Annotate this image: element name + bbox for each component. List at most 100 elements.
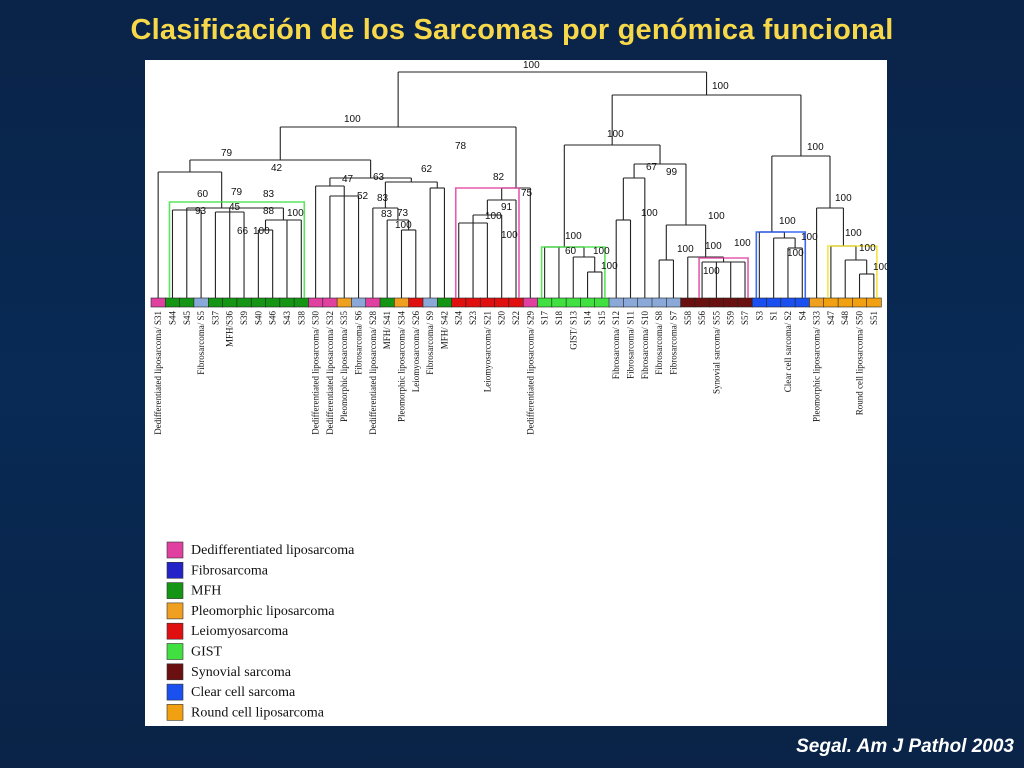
legend-label: Synovial sarcoma [191,665,292,680]
bootstrap-value: 60 [565,246,577,257]
cluster-box [827,245,878,298]
bootstrap-value: 82 [493,172,505,183]
sample-label: Fibrosarcoma/ S12 [611,311,621,379]
sample-label: S51 [869,311,879,325]
sample-color-cell [336,297,353,308]
legend-swatch [166,643,184,660]
bootstrap-value: 100 [787,248,804,259]
sample-label: Fibrosarcoma/ S7 [668,311,678,375]
sample-color-cell [680,297,696,308]
bootstrap-value: 100 [708,211,725,222]
legend-label: Clear cell sarcoma [191,685,296,700]
legend-label: Leiomyosarcoma [191,624,289,639]
sample-label: Fibrosarcoma/ S5 [196,311,206,375]
legend-swatch [166,582,184,599]
sample-color-cell [308,297,324,308]
cluster-box [540,246,606,298]
sample-color-cell [580,297,596,308]
bootstrap-value: 100 [253,226,270,237]
sample-color-cell [551,297,567,308]
sample-color-cell [708,297,725,308]
cluster-box [698,257,749,298]
bootstrap-value: 67 [646,162,658,173]
legend-label: Round cell liposarcoma [191,705,325,720]
bootstrap-value: 100 [712,81,729,92]
bootstrap-value: 100 [523,60,540,71]
sample-label: Clear cell sarcoma/ S2 [783,311,793,392]
sample-color-cell [150,297,166,308]
bootstrap-value: 83 [377,193,389,204]
sample-color-cell [594,297,610,308]
bootstrap-value: 100 [801,232,818,243]
bootstrap-value: 47 [342,174,354,185]
cluster-box [454,187,520,298]
sample-label: S44 [167,311,177,326]
bootstrap-value: 100 [779,216,796,227]
bootstrap-value: 100 [641,208,658,219]
bootstrap-value: 100 [395,220,412,231]
sample-color-cell [623,297,639,308]
sample-label: Pleomorphic liposarcoma/ S35 [339,311,349,422]
legend-swatch [166,704,184,721]
sample-color-cell [451,297,467,308]
sample-color-cell [379,297,395,308]
sample-label: S14 [583,311,593,326]
bootstrap-value: 79 [221,148,233,159]
sample-label: MFH/ S42 [439,311,449,349]
bootstrap-value: 91 [501,202,513,213]
bootstrap-value: 42 [271,163,283,174]
sample-color-cell [809,297,825,308]
sample-label: Pleomorphic liposarcoma/ S33 [812,311,822,422]
bootstrap-value: 52 [357,191,369,202]
sample-color-cell [394,297,410,308]
bootstrap-value: 100 [501,230,518,241]
sample-color-cell [723,297,739,308]
sample-label: S1 [769,311,779,321]
sample-label: Round cell liposarcoma/ S50 [855,311,865,416]
citation: Segal. Am J Pathol 2003 [796,736,1014,757]
bootstrap-value: 100 [565,231,582,242]
cluster-box [755,231,807,298]
sample-color-cell [250,297,267,308]
sample-color-cell [207,297,224,308]
legend-swatch [166,663,184,681]
bootstrap-value: 100 [601,261,618,272]
bootstrap-value: 83 [381,209,393,220]
sample-color-cell [322,297,338,308]
sample-color-cell [737,297,753,308]
sample-color-cell [293,297,310,308]
sample-label: Fibrosarcoma/ S11 [626,311,636,379]
sample-label: S4 [797,311,807,321]
sample-color-cell [351,297,367,308]
sample-color-cell [193,297,209,308]
bootstrap-value: 100 [485,211,502,222]
sample-color-cell [852,297,868,308]
sample-label: S45 [182,311,192,326]
sample-label: MFH/S36 [225,311,235,348]
sample-color-cell [179,297,195,308]
sample-label: Fibrosarcoma/ S9 [425,311,435,375]
sample-color-cell [665,297,682,308]
sample-color-cell [164,297,181,308]
bootstrap-value: 100 [859,243,876,254]
bootstrap-value: 100 [734,238,751,249]
sample-color-cell [494,297,510,308]
legend-label: MFH [191,584,221,599]
sample-color-cell [537,297,553,308]
bootstrap-value: 99 [666,167,678,178]
sample-color-cell [637,297,653,308]
sample-label: S43 [282,311,292,326]
legend-label: GIST [191,645,223,660]
sample-label: S40 [253,311,263,326]
sample-label: S15 [597,311,607,326]
bootstrap-value: 100 [873,262,887,273]
bootstrap-value: 100 [807,142,824,153]
sample-label: S17 [540,311,550,326]
sample-color-cell [780,297,796,308]
sample-color-cell [365,297,381,308]
sample-color-cell [766,297,782,308]
sample-label: Fibrosarcoma/ S10 [640,311,650,380]
sample-color-cell [422,297,438,308]
sample-label: S59 [726,311,736,326]
bootstrap-value: 78 [455,141,467,152]
